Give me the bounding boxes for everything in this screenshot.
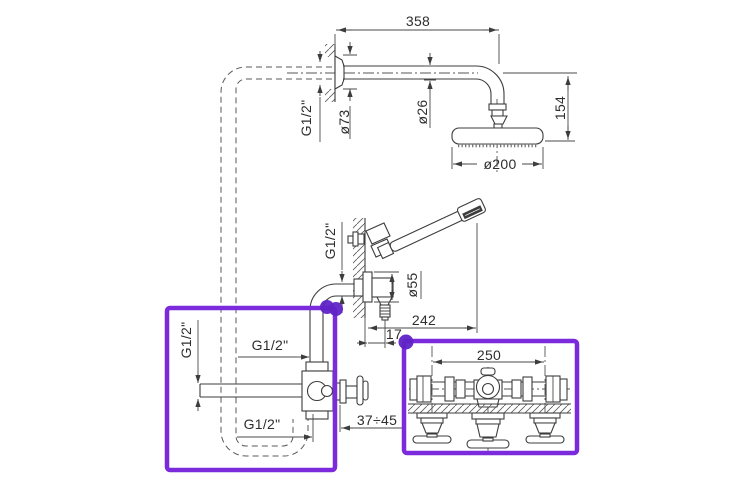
- wall-hatch-lower: [325, 89, 335, 102]
- stop-valve-drawing: [195, 320, 403, 442]
- shower-arm-dimensions: [317, 27, 575, 169]
- highlight-box-valve-group: [401, 338, 580, 456]
- dim-valve-inlet-thread-label: G1/2": [178, 321, 194, 359]
- group-valve-left: [412, 412, 452, 444]
- highlight-dot-right: [398, 334, 414, 350]
- dim-valve-group-spacing-label: 250: [476, 347, 502, 363]
- outlet-body: [371, 277, 394, 298]
- dim-arm-diameter-label: ø26: [414, 99, 430, 125]
- dim-wall-offset-label: 17: [385, 326, 403, 342]
- dim-outlet-flange-diameter-label: ø55: [404, 272, 420, 298]
- concealed-pipe-dashed: [220, 66, 332, 457]
- dim-arm-length-label: 358: [405, 13, 431, 29]
- highlight-box-stop-valve: [164, 305, 338, 473]
- group-valve-right: [525, 412, 565, 444]
- dim-mounting-depth-label: 37÷45: [356, 412, 398, 428]
- highlight-annotations: [164, 300, 580, 473]
- shower-head: [451, 127, 544, 145]
- dim-head-diameter-label: ø200: [483, 156, 517, 172]
- wall-hatch-group: [408, 404, 571, 413]
- wall-hatch-upper: [325, 44, 335, 57]
- outlet-flange: [362, 271, 373, 303]
- valve-handle: [356, 375, 364, 406]
- shower-arm-drawing: [287, 27, 577, 174]
- group-valve-center: [466, 412, 510, 449]
- wall-flange: [334, 55, 345, 90]
- dim-flange-diameter-label: ø73: [336, 109, 352, 135]
- hand-shower: [376, 198, 486, 260]
- highlight-dot-left-2: [329, 302, 343, 316]
- dim-valve-bottom-thread-label: G1/2": [243, 416, 281, 432]
- dim-handshower-reach-label: 242: [411, 312, 437, 328]
- handshower-holder: [365, 222, 391, 245]
- hand-shower-drawing: [309, 198, 486, 362]
- dim-valve-top-thread-label: G1/2": [251, 337, 289, 353]
- handshower-handle: [389, 210, 465, 252]
- dim-head-drop-label: 154: [552, 95, 568, 121]
- dim-outlet-thread-label: G1/2": [322, 222, 338, 260]
- dim-arm-thread-label: G1/2": [298, 99, 314, 137]
- stop-valve-dimensions: [195, 320, 403, 442]
- valve-group-drawing: [408, 346, 571, 451]
